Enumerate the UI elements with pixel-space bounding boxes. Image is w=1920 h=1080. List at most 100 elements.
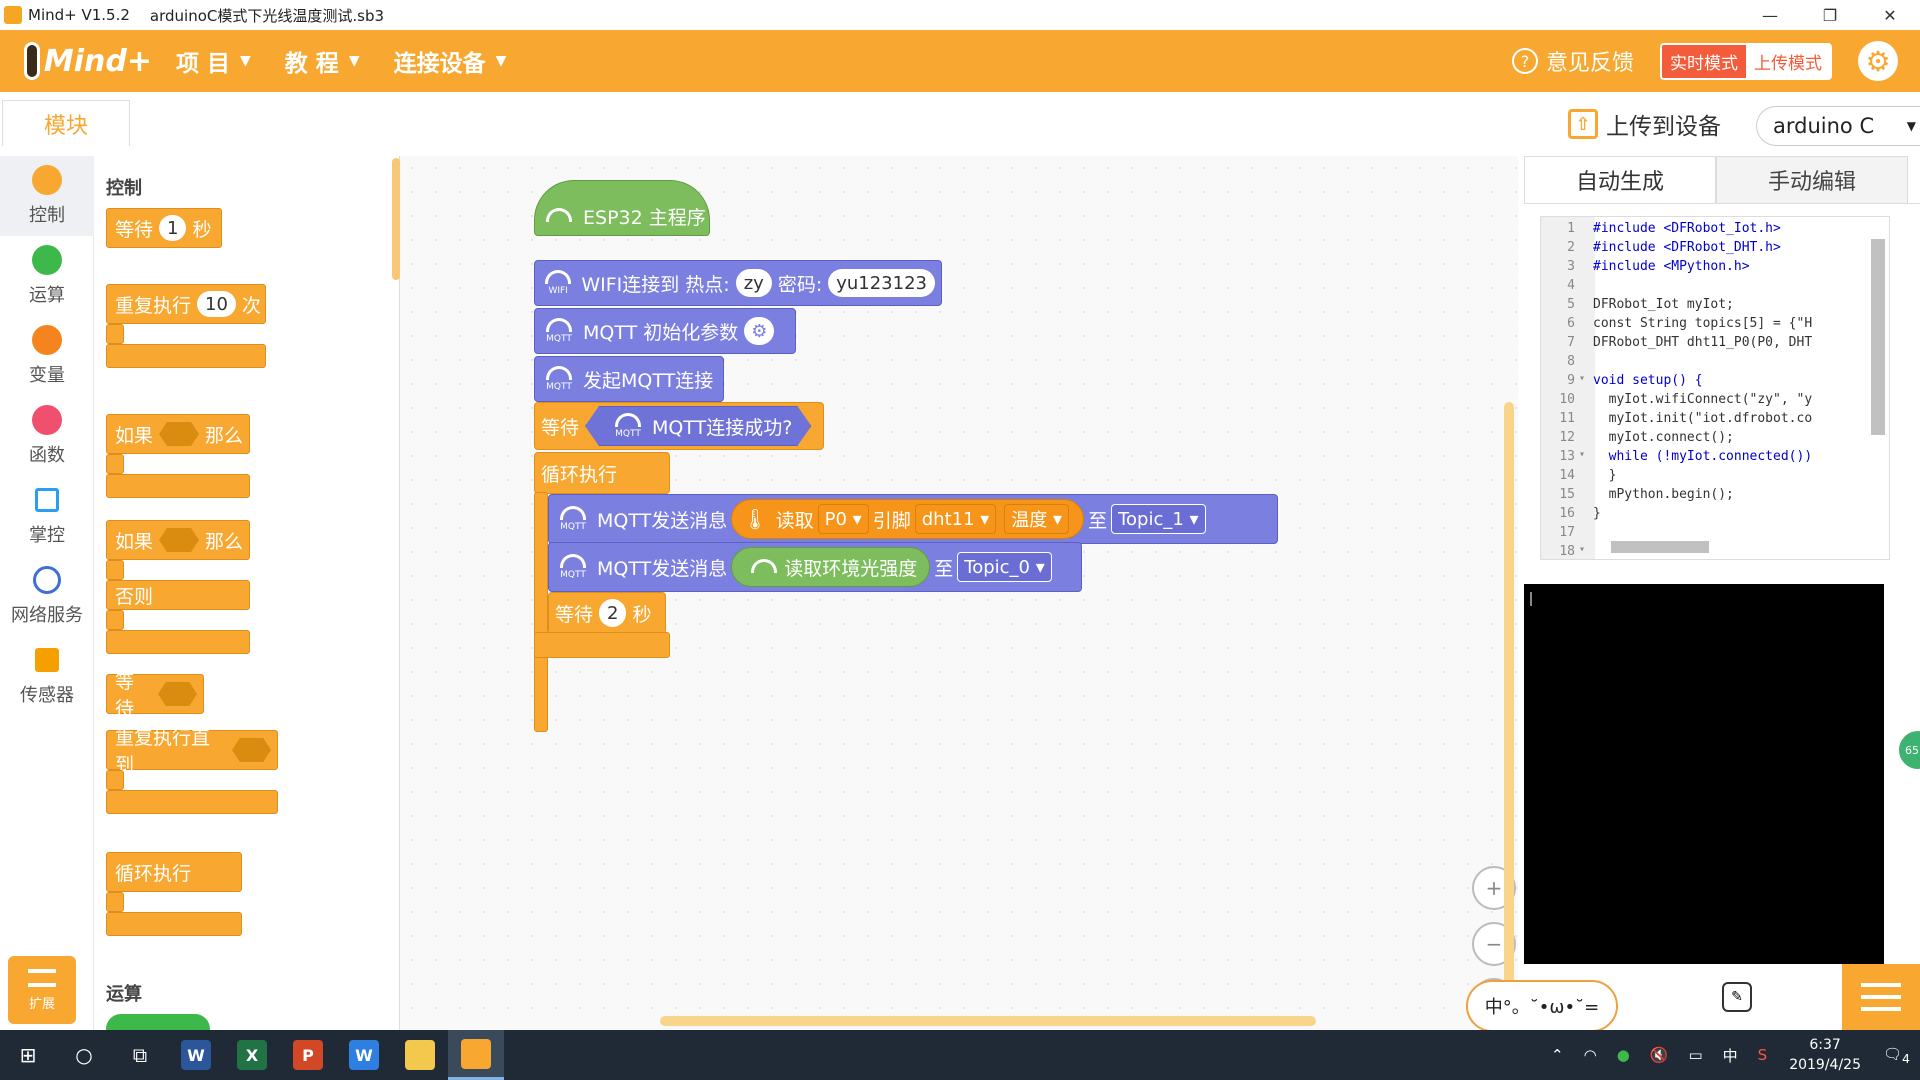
hamburger-menu-icon[interactable]: [1842, 964, 1920, 1030]
taskbar-word[interactable]: W: [168, 1030, 224, 1080]
gear-icon[interactable]: ⚙: [744, 317, 775, 345]
chevron-up-icon[interactable]: ⌃: [1551, 1046, 1564, 1064]
search-circle-icon[interactable]: ○: [75, 1043, 93, 1067]
taskbar-ppt[interactable]: P: [280, 1030, 336, 1080]
sensor-dropdown[interactable]: dht11 ▾: [914, 504, 997, 534]
block-mqtt-send-light[interactable]: MQTT MQTT发送消息 读取环境光强度 至 Topic_0 ▾: [548, 542, 1082, 592]
taskbar-explorer[interactable]: [392, 1030, 448, 1080]
block-repeat-until[interactable]: 重复执行直到: [106, 727, 278, 776]
taskbar-mindplus[interactable]: [448, 1030, 504, 1080]
boolean-slot[interactable]: [158, 682, 197, 706]
eraser-icon[interactable]: ✎: [1722, 982, 1752, 1012]
maximize-button[interactable]: ❐: [1822, 5, 1838, 25]
block-wifi-connect[interactable]: WIFI WIFI连接到 热点: zy 密码: yu123123: [534, 260, 942, 306]
windows-start-icon[interactable]: ⊞: [19, 1043, 37, 1067]
block-wait-until-connected[interactable]: 等待 MQTT MQTT连接成功?: [534, 402, 824, 450]
pin-dropdown[interactable]: P0 ▾: [817, 504, 869, 534]
category-functions[interactable]: 函数: [0, 396, 94, 476]
block-wait-until[interactable]: 等待: [106, 671, 204, 720]
wechat-icon[interactable]: ●: [1616, 1046, 1630, 1064]
block-text: 重复执行直到: [115, 727, 211, 776]
category-sensors[interactable]: 传感器: [0, 636, 94, 716]
category-network[interactable]: 网络服务: [0, 556, 94, 636]
block-if-then[interactable]: 如果 那么: [106, 414, 250, 454]
block-wait-2[interactable]: 等待 2 秒: [548, 592, 666, 634]
mqtt-connected-reporter[interactable]: MQTT MQTT连接成功?: [585, 406, 811, 446]
block-mqtt-init[interactable]: MQTT MQTT 初始化参数 ⚙: [534, 308, 796, 354]
category-variables[interactable]: 变量: [0, 316, 94, 396]
block-number-input[interactable]: 10: [197, 291, 236, 317]
tab-manual-edit[interactable]: 手动编辑: [1716, 156, 1908, 203]
block-forever[interactable]: 循环执行: [534, 452, 670, 494]
task-view-icon[interactable]: ⧉: [132, 1043, 148, 1067]
workspace-hscroll[interactable]: [660, 1016, 1316, 1026]
title-bar: Mind+ V1.5.2 arduinoC模式下光线温度测试.sb3 — ❐ ✕: [0, 0, 1920, 30]
dht-read-reporter[interactable]: 🌡 读取 P0 ▾ 引脚 dht11 ▾ 温度 ▾: [731, 499, 1085, 539]
tab-auto-generate[interactable]: 自动生成: [1524, 156, 1716, 203]
battery-icon[interactable]: ▭: [1688, 1046, 1703, 1064]
wait-seconds-input[interactable]: 2: [599, 599, 627, 627]
ime-indicator[interactable]: 中: [1722, 1046, 1738, 1065]
folder-icon: [405, 1040, 435, 1070]
category-control[interactable]: 控制: [0, 156, 94, 236]
volume-muted-icon[interactable]: 🔇: [1649, 1046, 1669, 1064]
measure-dropdown[interactable]: 温度 ▾: [1004, 504, 1070, 534]
block-esp32-main[interactable]: ESP32 主程序: [534, 180, 710, 236]
editor-hscroll[interactable]: [1611, 541, 1709, 553]
block-number-input[interactable]: 1: [159, 215, 187, 241]
menu-tutorial[interactable]: 教 程▼: [285, 44, 360, 78]
main-menu: 项 目▼ 教 程▼ 连接设备▼: [176, 44, 540, 78]
editor-vscroll[interactable]: [1871, 239, 1885, 435]
side-badge[interactable]: 65: [1896, 728, 1920, 772]
settings-gear-icon[interactable]: ⚙: [1858, 41, 1898, 81]
wifi-ssid-input[interactable]: zy: [735, 269, 772, 297]
ime-mascot-widget[interactable]: 中°。˘•ω•˘=: [1466, 980, 1618, 1032]
topic-dropdown[interactable]: Topic_0 ▾: [957, 552, 1052, 582]
clock[interactable]: 6:37 2019/4/25: [1789, 1035, 1861, 1075]
upload-mode-button[interactable]: 上传模式: [1746, 44, 1830, 78]
script-workspace[interactable]: ESP32 主程序 WIFI WIFI连接到 热点: zy 密码: yu1231…: [400, 156, 1518, 1030]
notification-icon[interactable]: 🗨4: [1883, 1044, 1910, 1066]
device-select[interactable]: arduino C ▼: [1756, 106, 1920, 146]
block-mqtt-send-temp[interactable]: MQTT MQTT发送消息 🌡 读取 P0 ▾ 引脚 dht11 ▾ 温度 ▾ …: [548, 494, 1278, 544]
block-mqtt-connect[interactable]: MQTT 发起MQTT连接: [534, 356, 724, 402]
block-wait[interactable]: 等待 1 秒: [106, 208, 222, 248]
boolean-slot[interactable]: [232, 738, 271, 762]
minimize-button[interactable]: —: [1762, 5, 1778, 25]
chevron-down-icon: ▼: [240, 53, 251, 69]
topic-dropdown[interactable]: Topic_1 ▾: [1111, 504, 1206, 534]
workspace-vscroll[interactable]: [1504, 402, 1514, 1006]
upload-to-device-button[interactable]: ⇧ 上传到设备: [1568, 104, 1721, 144]
code-line: 16}: [1559, 506, 1601, 521]
block-forever[interactable]: 循环执行: [106, 852, 242, 892]
network-icon[interactable]: ◠: [1583, 1046, 1597, 1064]
code-line: 8: [1567, 354, 1575, 369]
menu-connect-device[interactable]: 连接设备▼: [394, 44, 507, 78]
close-button[interactable]: ✕: [1883, 5, 1897, 25]
extension-button[interactable]: 扩展: [8, 956, 76, 1024]
block-if-else[interactable]: 如果 那么: [106, 520, 250, 560]
boolean-slot[interactable]: [159, 422, 200, 446]
category-operators[interactable]: 运算: [0, 236, 94, 316]
category-handpy[interactable]: 掌控: [0, 476, 94, 556]
boolean-slot[interactable]: [159, 528, 200, 552]
taskbar-wps[interactable]: W: [336, 1030, 392, 1080]
block-palette: 控制 等待 1 秒 重复执行 10 次 如果 那么 如果 那么 否则 等待 重复…: [94, 156, 400, 1030]
taskbar-excel[interactable]: X: [224, 1030, 280, 1080]
block-repeat[interactable]: 重复执行 10 次: [106, 284, 266, 324]
block-text: 读取: [775, 509, 814, 532]
wifi-icon: WIFI: [539, 264, 577, 302]
live-mode-button[interactable]: 实时模式: [1662, 44, 1746, 78]
wifi-password-input[interactable]: yu123123: [828, 269, 935, 297]
modules-tab[interactable]: 模块: [2, 100, 130, 146]
menu-project[interactable]: 项 目▼: [176, 44, 251, 78]
feedback-button[interactable]: ? 意见反馈: [1511, 45, 1634, 77]
serial-monitor[interactable]: [1524, 584, 1884, 964]
block-operator-partial[interactable]: [106, 1014, 210, 1030]
block-c-arm: [106, 892, 124, 912]
sogou-icon[interactable]: S: [1757, 1046, 1768, 1064]
palette-scrollbar[interactable]: [392, 158, 400, 280]
code-editor[interactable]: 1#include <DFRobot_Iot.h>2#include <DFRo…: [1540, 216, 1890, 560]
light-read-reporter[interactable]: 读取环境光强度: [731, 547, 931, 587]
